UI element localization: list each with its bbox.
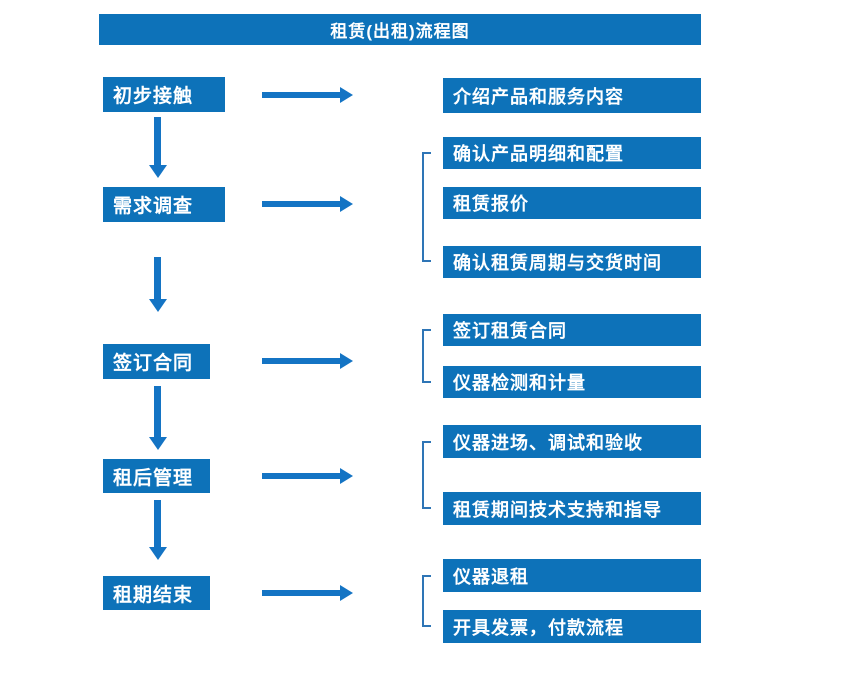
arrow-down-icon (149, 500, 167, 560)
arrow-right-icon (262, 353, 353, 369)
flowchart-title: 租赁(出租)流程图 (330, 22, 470, 41)
step-box-sign-contract: 签订合同 (103, 344, 210, 379)
arrow-down-icon (149, 257, 167, 312)
detail-box-introduce-products: 介绍产品和服务内容 (443, 78, 701, 113)
detail-box-instrument-setup-acceptance: 仪器进场、调试和验收 (443, 425, 701, 458)
detail-box-instrument-inspection: 仪器检测和计量 (443, 366, 701, 398)
bracket-group-sign-contract (422, 329, 431, 383)
detail-box-confirm-product-config: 确认产品明细和配置 (443, 137, 701, 169)
arrow-down-icon (149, 117, 167, 178)
arrow-down-icon (149, 386, 167, 450)
step-box-lease-end: 租期结束 (103, 576, 210, 610)
arrow-right-icon (262, 196, 353, 212)
detail-box-invoice-payment: 开具发票，付款流程 (443, 610, 701, 643)
bracket-group-post-rental (422, 441, 431, 509)
step-box-post-rental-management: 租后管理 (103, 459, 210, 493)
flowchart-title-bar: 租赁(出租)流程图 (99, 14, 701, 45)
step-box-initial-contact: 初步接触 (103, 77, 225, 112)
arrow-right-icon (262, 468, 353, 484)
bracket-group-lease-end (422, 575, 431, 627)
arrow-right-icon (262, 585, 353, 601)
detail-box-technical-support: 租赁期间技术支持和指导 (443, 492, 701, 525)
arrow-right-icon (262, 87, 353, 103)
step-box-demand-survey: 需求调查 (103, 187, 225, 222)
detail-box-sign-rental-contract: 签订租赁合同 (443, 314, 701, 346)
bracket-group-demand-survey (422, 152, 431, 262)
detail-box-instrument-return: 仪器退租 (443, 559, 701, 592)
detail-box-rental-quote: 租赁报价 (443, 187, 701, 219)
detail-box-confirm-period-delivery: 确认租赁周期与交货时间 (443, 246, 701, 278)
